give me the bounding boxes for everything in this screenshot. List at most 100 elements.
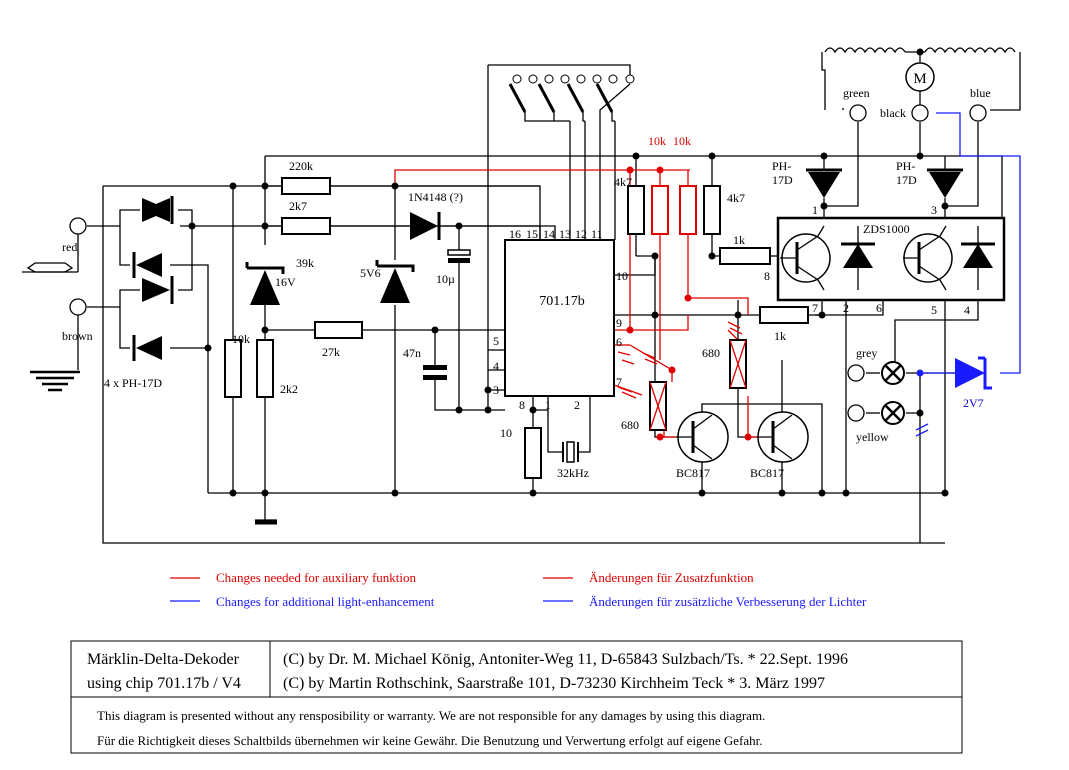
label-zeners-z16: 16V (275, 275, 296, 289)
label-ic-pins-14: 1 (545, 398, 551, 412)
label-connectors-red: red (62, 240, 77, 254)
label-zeners-z5v6: 5V6 (360, 266, 381, 280)
legend-blue-de: Änderungen für zusätzliche Verbesserung … (589, 594, 867, 609)
label-resistors-r39k: 39k (296, 256, 314, 270)
label-diodes-d1n4148: 1N4148 (?) (408, 190, 463, 204)
label-resistors-r10k_left: 10k (232, 332, 250, 346)
label-ic-pins-1: 15 (526, 227, 538, 241)
label-zds-pins-5: 4 (964, 303, 970, 317)
zener-16v (245, 262, 285, 305)
lamp-grey (881, 361, 905, 385)
footer-disclaimer-en: This diagram is presented without any re… (97, 708, 765, 723)
rail-symbol (22, 234, 79, 273)
footer-title-1: Märklin-Delta-Dekoder (87, 651, 240, 668)
label-resistors-r2k7: 2k7 (289, 199, 307, 213)
label-resistors-r27k: 27k (322, 345, 340, 359)
legend-blue-en: Changes for additional light-enhancement (216, 594, 435, 609)
label-connectors-yellow: yellow (856, 430, 889, 444)
zener-2v7 (955, 356, 992, 390)
capacitor-47n (423, 365, 447, 380)
label-zds-pins-7: 3 (931, 203, 937, 217)
label-transistors-0: BC817 (676, 466, 710, 480)
label-zds-pins-2: 2 (843, 301, 849, 315)
label-resistors-r680_b: 680 (702, 346, 720, 360)
label-resistors-r1k_b: 1k (774, 329, 786, 343)
label-resistors-r10k_b: 10k (673, 134, 691, 148)
motor: M (824, 47, 1016, 92)
label-crystal: 32kHz (557, 466, 589, 480)
label-ic-pins-10: 5 (493, 334, 499, 348)
footer-credit-1: (C) by Dr. M. Michael König, Antoniter-W… (283, 651, 848, 668)
ic-label: 701.17b (539, 294, 585, 309)
footer-credit-2: (C) by Martin Rothschink, Saarstraße 101… (283, 675, 825, 692)
label-connectors-brown: brown (62, 329, 93, 343)
label-diodes-ph17d_b2: 17D (896, 173, 917, 187)
label-ic-pins-9: 7 (616, 375, 622, 389)
label-ic-pins-5: 11 (591, 227, 603, 241)
label-ic-pins-6: 10 (616, 269, 628, 283)
label-resistors-r1k_a: 1k (733, 233, 745, 247)
label-connectors-black: black (880, 106, 906, 120)
label-rectifier_label: 4 x PH-17D (104, 376, 162, 390)
label-zds-name: ZDS1000 (863, 222, 910, 236)
legend-red-en: Changes needed for auxiliary funktion (216, 570, 416, 585)
label-ic-pins-13: 8 (519, 398, 525, 412)
label-zeners-z2v7: 2V7 (963, 396, 984, 410)
label-zds-pins-0: 8 (764, 269, 770, 283)
label-resistors-r10k_a: 10k (648, 134, 666, 148)
label-ic-pins-3: 13 (559, 227, 571, 241)
rectifier-bridge (132, 196, 174, 361)
motor-label: M (913, 71, 926, 87)
label-resistors-r4k7_b: 4k7 (727, 191, 745, 205)
diode-ph17d-left (806, 168, 842, 198)
ic-701-17b: 701.17b (504, 239, 615, 397)
label-ic-pins-4: 12 (575, 227, 587, 241)
label-ic-pins-7: 9 (616, 316, 622, 330)
label-ic-pins-8: 6 (616, 335, 622, 349)
label-zds-pins-3: 6 (876, 301, 882, 315)
ground-symbol (30, 315, 277, 525)
label-zds-pins-4: 5 (931, 303, 937, 317)
footer-title-2: using chip 701.17b / V4 (87, 675, 241, 692)
labels: red brown 4 x PH-17D green black blue gr… (62, 86, 991, 480)
label-resistors-r10: 10 (500, 426, 512, 440)
label-ic-pins-0: 16 (509, 227, 521, 241)
label-ic-pins-15: 2 (574, 398, 580, 412)
diode-1n4148 (410, 212, 441, 240)
label-connectors-grey: grey (856, 346, 877, 360)
legend-red-de: Änderungen für Zusatzfunktion (589, 570, 754, 585)
label-ic-pins-11: 4 (493, 359, 499, 373)
transistor-bc817-left (676, 411, 729, 463)
label-ic-pins-12: 3 (493, 383, 499, 397)
label-diodes-ph17d_a2: 17D (772, 173, 793, 187)
footer-disclaimer-de: Für die Richtigkeit dieses Schaltbilds ü… (97, 733, 762, 748)
legend: Changes needed for auxiliary funktion Ch… (170, 570, 867, 609)
junctions (188, 152, 949, 497)
footer-table: Märklin-Delta-Dekoder using chip 701.17b… (70, 640, 963, 754)
diode-ph17d-right (927, 168, 963, 198)
label-transistors-1: BC817 (750, 466, 784, 480)
resistors (224, 177, 809, 479)
capacitor-10u (447, 249, 471, 263)
blue-wires (915, 112, 1021, 437)
label-diodes-ph17d_b: PH- (896, 159, 915, 173)
transistor-bc817-right (757, 411, 809, 463)
label-zds-pins-6: 1 (812, 203, 818, 217)
label-connectors-blue: blue (970, 86, 991, 100)
label-resistors-r2k2: 2k2 (280, 382, 298, 396)
label-capacitors-c10u: 10µ (436, 272, 455, 286)
label-diodes-ph17d_a: PH- (772, 159, 791, 173)
crystal-32khz (562, 441, 579, 463)
zener-5v6 (375, 260, 415, 303)
lamp-yellow (881, 401, 905, 425)
zds1000 (776, 216, 1006, 302)
label-zds-pins-1: 7 (812, 301, 818, 315)
label-resistors-r4k7_a: 4k7 (614, 175, 632, 189)
label-resistors-r220k: 220k (289, 159, 313, 173)
dip-switches (508, 74, 635, 122)
terminals (69, 104, 987, 422)
label-connectors-green: green (843, 86, 870, 100)
label-ic-pins-2: 14 (543, 227, 555, 241)
